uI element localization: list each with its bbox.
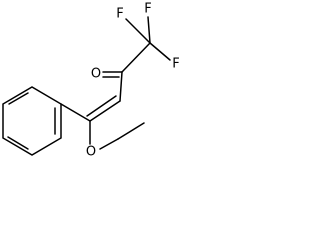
bond-ch2-ch3 — [117, 122, 145, 140]
phenyl-inner-bond-2 — [7, 136, 29, 150]
phenyl-ring — [2, 86, 62, 156]
bond-vinyl-double-2 — [86, 95, 117, 117]
phenyl-ring-outline — [2, 86, 62, 156]
bond-carbonyl-vinyl — [119, 71, 123, 102]
atom-labels: F F F O O — [86, 2, 180, 160]
bond-alkene-phenyl — [60, 103, 91, 122]
bond-cf3-f-right — [149, 42, 171, 61]
canvas-background — [0, 0, 206, 189]
chemical-structure: F F F O O — [0, 0, 206, 189]
bond-cf3-carbonyl — [121, 42, 151, 73]
bond-ether-oxygen-ch2 — [99, 138, 119, 150]
atom-label-fluorine-top: F — [144, 2, 151, 17]
atom-label-ether-oxygen: O — [86, 145, 96, 160]
bond-cf3-f-left — [125, 18, 151, 44]
bonds — [60, 16, 171, 150]
atom-label-fluorine-left: F — [116, 7, 123, 22]
bond-cf3-f-top — [147, 16, 151, 44]
bond-vinyl-double-1 — [89, 100, 121, 122]
atom-label-carbonyl-oxygen: O — [91, 67, 101, 82]
phenyl-inner-bond-3 — [8, 92, 29, 105]
atom-label-fluorine-right: F — [172, 57, 179, 72]
